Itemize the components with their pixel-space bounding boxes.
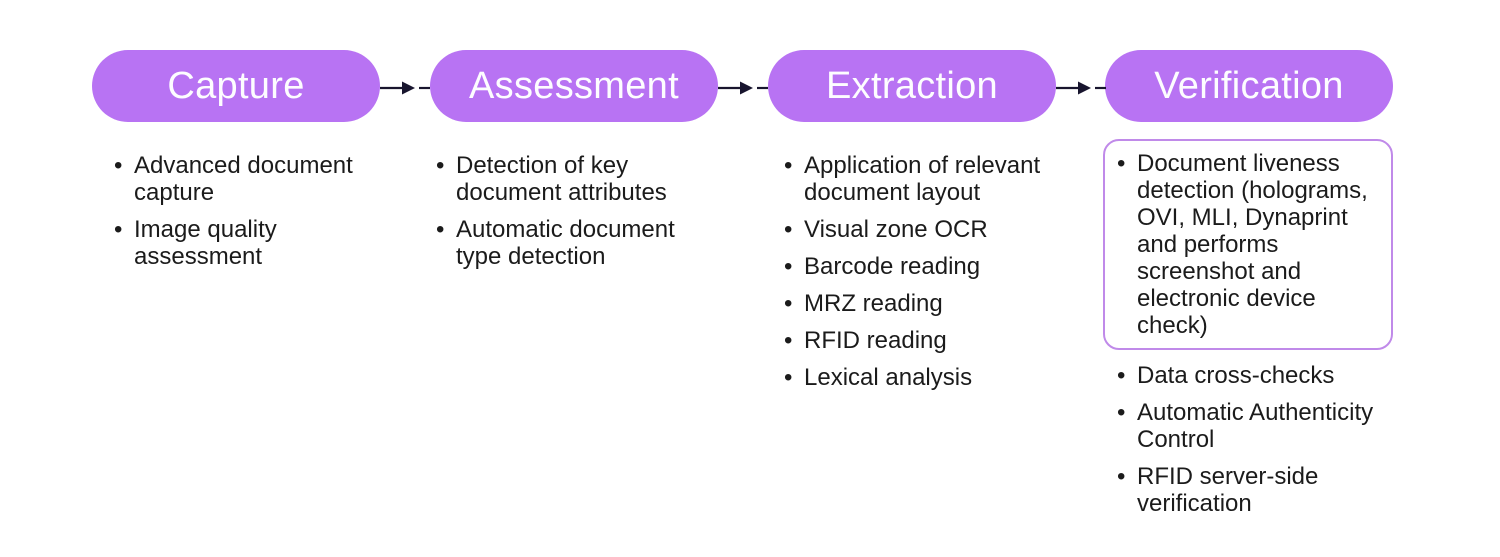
bullet-icon: •: [784, 152, 793, 179]
highlighted-list-item: • Document liveness detection (holograms…: [1103, 139, 1393, 350]
list-item: • Lexical analysis: [784, 364, 1056, 391]
list-item: • Image quality assessment: [114, 216, 380, 270]
stage-pill-verification: Verification: [1105, 50, 1393, 122]
stage-pill-capture: Capture: [92, 50, 380, 122]
stage-title: Capture: [167, 64, 305, 107]
stage-verification-list: • Document liveness detection (holograms…: [1103, 139, 1393, 517]
stage-extraction-list: • Application of relevant document layou…: [768, 152, 1056, 391]
stage-assessment: Assessment • Detection of key document a…: [430, 50, 718, 280]
list-item: • RFID server-side verification: [1117, 463, 1393, 517]
stage-extraction: Extraction • Application of relevant doc…: [768, 50, 1056, 401]
stage-assessment-list: • Detection of key document attributes •…: [430, 152, 718, 270]
bullet-icon: •: [784, 327, 793, 354]
list-item: • Automatic document type detection: [436, 216, 718, 270]
stage-pill-extraction: Extraction: [768, 50, 1056, 122]
list-item-text: Advanced document capture: [134, 152, 353, 206]
stage-title: Verification: [1154, 64, 1344, 107]
list-item: • Detection of key document attributes: [436, 152, 718, 206]
bullet-icon: •: [1117, 150, 1126, 177]
flow-arrow-icon: [718, 81, 768, 95]
list-item: • Application of relevant document layou…: [784, 152, 1056, 206]
stage-pill-assessment: Assessment: [430, 50, 718, 122]
stage-title: Assessment: [469, 64, 679, 107]
list-item: • Automatic Authenticity Control: [1117, 399, 1393, 453]
bullet-icon: •: [1117, 362, 1126, 389]
list-item-text: RFID server-side verification: [1137, 463, 1319, 517]
flow-arrow-icon: [380, 81, 430, 95]
stage-capture-list: • Advanced document capture • Image qual…: [92, 152, 380, 270]
list-item: • Advanced document capture: [114, 152, 380, 206]
list-item-text: Data cross-checks: [1137, 362, 1335, 389]
list-item-text: Barcode reading: [804, 253, 981, 280]
bullet-icon: •: [114, 152, 123, 179]
bullet-icon: •: [114, 216, 123, 243]
list-item-text: Lexical analysis: [804, 364, 973, 391]
stage-capture: Capture • Advanced document capture • Im…: [92, 50, 380, 280]
bullet-icon: •: [784, 253, 793, 280]
bullet-icon: •: [784, 290, 793, 317]
list-item: • Visual zone OCR: [784, 216, 1056, 243]
flow-arrow-icon: [1056, 81, 1106, 95]
list-item-text: Automatic document type detection: [456, 216, 675, 270]
list-item: • Data cross-checks: [1117, 362, 1393, 389]
list-item-text: Visual zone OCR: [804, 216, 988, 243]
list-item: • RFID reading: [784, 327, 1056, 354]
list-item-text: Detection of key document attributes: [456, 152, 667, 206]
bullet-icon: •: [436, 152, 445, 179]
stage-title: Extraction: [826, 64, 998, 107]
bullet-icon: •: [784, 216, 793, 243]
bullet-icon: •: [1117, 399, 1126, 426]
bullet-icon: •: [436, 216, 445, 243]
list-item-text: Automatic Authenticity Control: [1137, 399, 1374, 453]
bullet-icon: •: [784, 364, 793, 391]
list-item: • MRZ reading: [784, 290, 1056, 317]
list-item-text: Image quality assessment: [134, 216, 277, 270]
list-item-text: MRZ reading: [804, 290, 943, 317]
stage-verification: Verification • Document liveness detecti…: [1103, 50, 1393, 527]
list-item-text: RFID reading: [804, 327, 947, 354]
list-item-text: Application of relevant document layout: [804, 152, 1041, 206]
bullet-icon: •: [1117, 463, 1126, 490]
list-item-text: Document liveness detection (holograms, …: [1137, 150, 1368, 339]
list-item: • Barcode reading: [784, 253, 1056, 280]
